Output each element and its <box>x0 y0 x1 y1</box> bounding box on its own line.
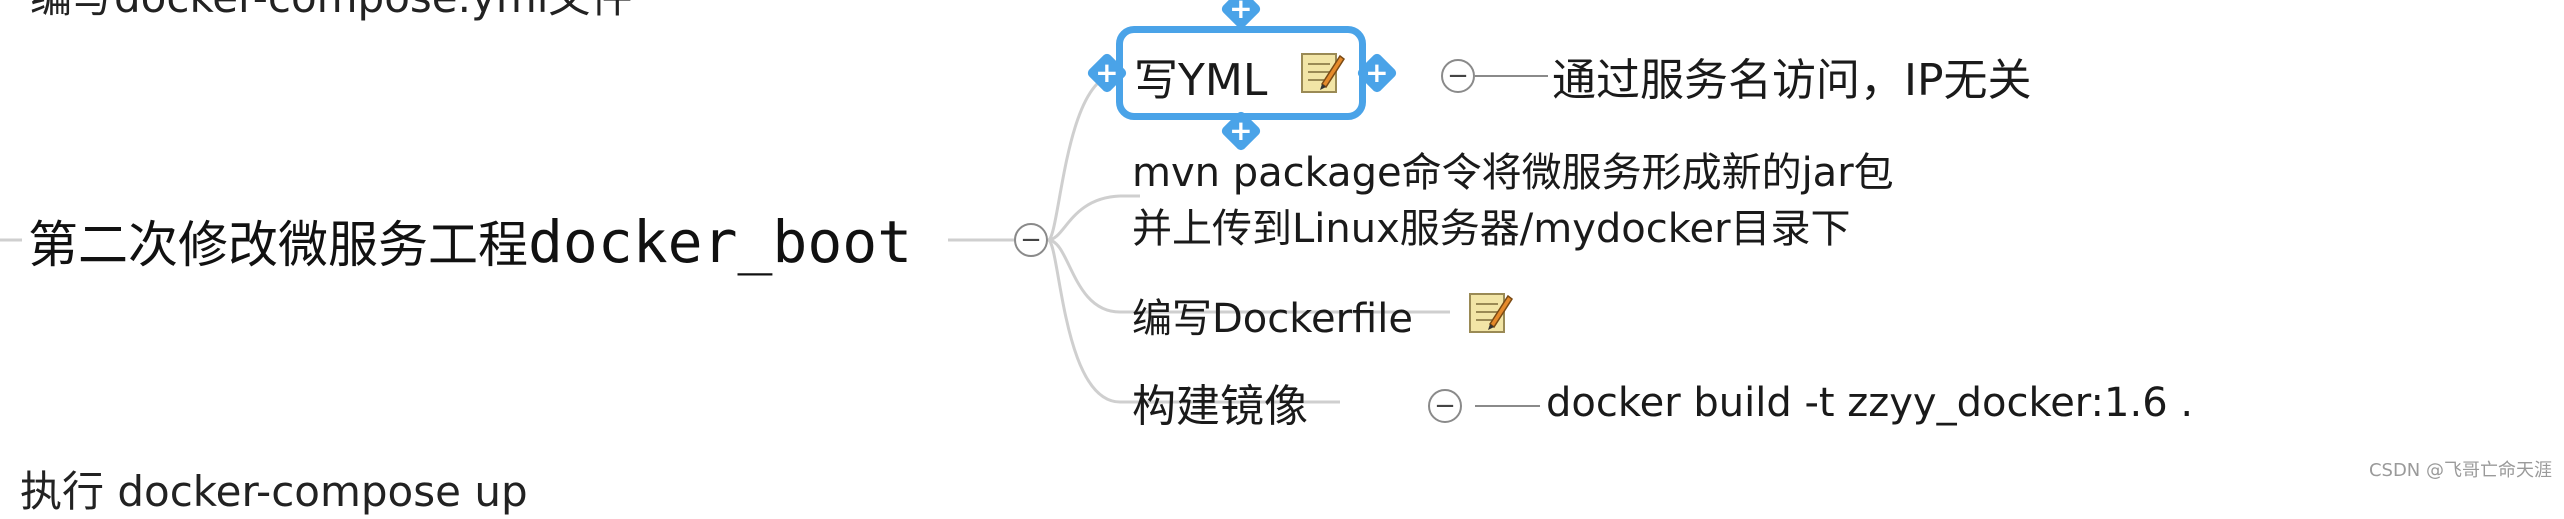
write-yml-label: 写YML <box>1134 55 1268 106</box>
connector-lines <box>0 72 1548 407</box>
branch-mvn-package <box>1047 194 1121 242</box>
write-yml-collapse-icon[interactable]: − <box>1441 59 1475 93</box>
top-cut-topic[interactable]: 编写docker-compose.yml文件 <box>30 0 632 25</box>
build-image-child[interactable]: docker build -t zzyy_docker:1.6 . <box>1546 380 2194 426</box>
watermark: CSDN @飞哥亡命天涯 <box>2368 460 2552 481</box>
branch-dockerfile <box>1047 238 1121 314</box>
note-icon[interactable] <box>1298 48 1346 96</box>
main-collapse-icon[interactable]: − <box>1014 223 1048 257</box>
bottom-cut-topic[interactable]: 执行 docker-compose up <box>20 467 528 516</box>
build-image-label[interactable]: 构建镜像 <box>1132 381 1308 432</box>
main-topic[interactable]: 第二次修改微服务工程docker_boot <box>28 205 912 277</box>
main-topic-prefix: 第二次修改微服务工程 <box>28 216 528 274</box>
note-icon[interactable] <box>1466 288 1514 336</box>
main-topic-suffix: docker_boot <box>528 208 913 276</box>
build-image-collapse-icon[interactable]: − <box>1428 389 1462 423</box>
mvn-package-line1[interactable]: mvn package命令将微服务形成新的jar包 <box>1132 150 1894 196</box>
mvn-package-line2[interactable]: 并上传到Linux服务器/mydocker目录下 <box>1132 206 1851 252</box>
write-yml-child[interactable]: 通过服务名访问，IP无关 <box>1552 55 2032 106</box>
branch-build-image <box>1046 238 1121 404</box>
dockerfile-label[interactable]: 编写Dockerfile <box>1132 296 1413 342</box>
branch-write-yml <box>1046 72 1117 242</box>
